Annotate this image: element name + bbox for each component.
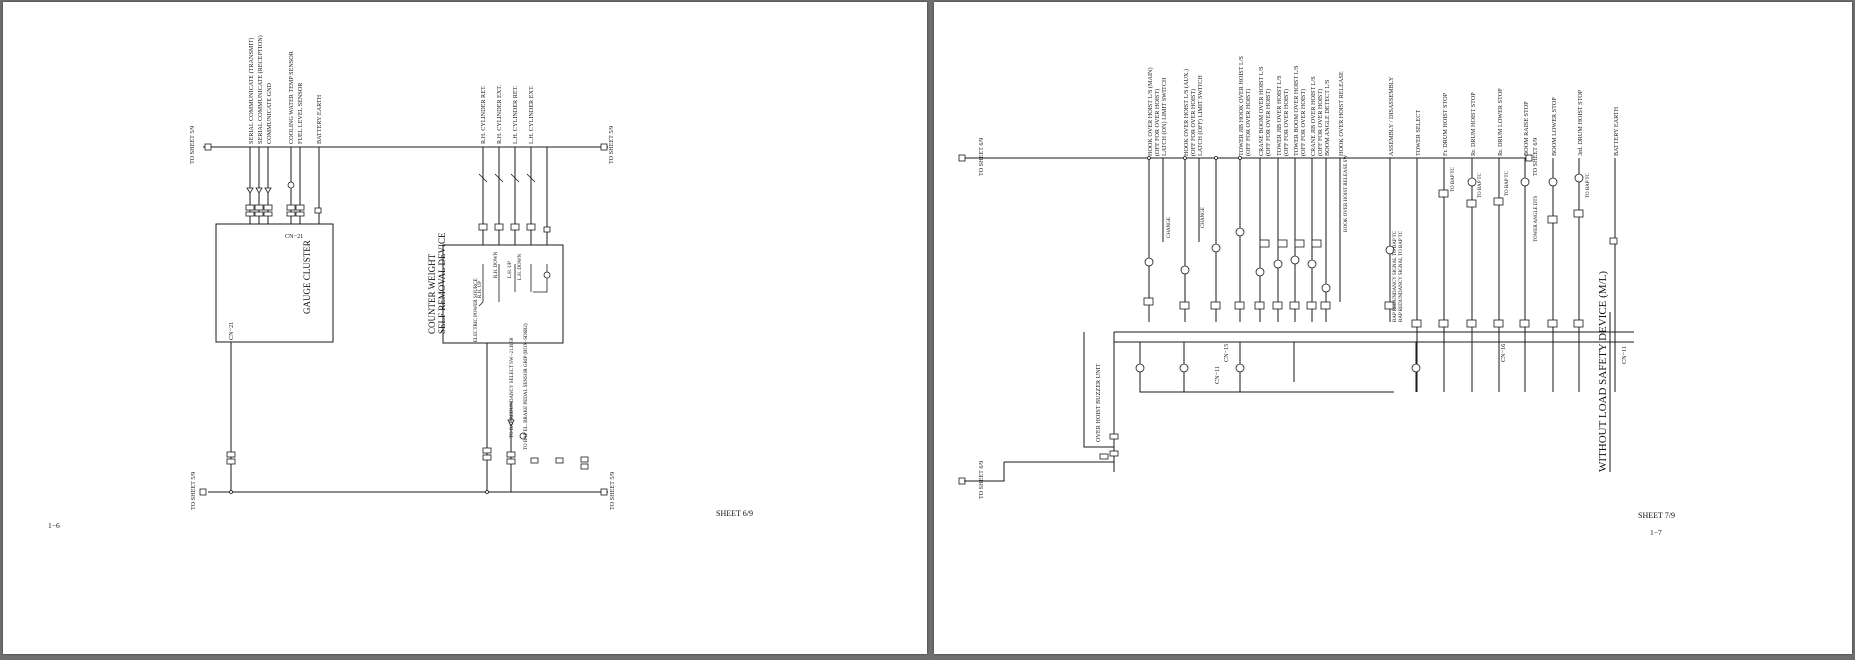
sig-tower-select: TOWER SELECT: [1415, 110, 1422, 156]
to-sheet-label-r2: TO SHEET 6/9: [1532, 138, 1539, 176]
schematic-sheet-7: TO SHEET 6/9 TO SHEET 6/9 TO SHEET 6/9 H…: [958, 55, 1675, 537]
sig-tower-jib-hook: TOWER JIB HOOK OVER HOIST L/S: [1238, 55, 1245, 156]
svg-text:R.H. UP: R.H. UP: [478, 281, 483, 298]
sig-hook-over-hoist-aux: HOOK OVER HOIST L/S (AUX.): [1183, 69, 1190, 156]
relay-symbols: [1099, 173, 1618, 460]
svg-text:(OFF FOR OVER HOIST): (OFF FOR OVER HOIST): [1265, 89, 1272, 156]
svg-text:(OFF FOR OVER HOIST): (OFF FOR OVER HOIST): [1300, 89, 1307, 156]
sig-battery-earth: BATTERY EARTH: [1613, 106, 1620, 156]
page-number-right: 1−7: [1650, 528, 1662, 537]
schematic-sheet-6: TO SHEET 5/9 TO SHEET 5/9 TO SHEET 5/9 T…: [48, 35, 753, 530]
svg-text:R.H. DOWN: R.H. DOWN: [494, 251, 499, 278]
gauge-connector-label: CN−21: [285, 233, 303, 240]
to-sheet-label-bl: TO SHEET 5/9: [190, 472, 197, 510]
to-sheet-label-r3: TO SHEET 6/9: [978, 461, 985, 499]
gauge-wires: [245, 147, 322, 224]
svg-text:TO BAP TC: TO BAP TC: [1586, 172, 1591, 198]
diagram-title: WITHOUT LOAD SAFETY DEVICE (M/L): [1597, 271, 1609, 472]
svg-text:TO BAP TC: TO BAP TC: [1505, 170, 1510, 196]
svg-text:L.H. DOWN: L.H. DOWN: [518, 254, 523, 280]
sig-boom-angle: BOOM ANGLE DETECT L/S: [1324, 79, 1331, 156]
right-wires: [1004, 156, 1634, 472]
lower-label-brake: TO BAP EL. BRAKE PEDAL SENSOR GRIP (BOX–…: [524, 323, 529, 450]
svg-text:TOWER ANGLE DTS: TOWER ANGLE DTS: [1534, 195, 1539, 242]
sig-crane-boom: CRANE BOOM OVER HOIST L/S: [1258, 66, 1265, 156]
svg-text:HOOK OVER HOIST RELEASE SW: HOOK OVER HOIST RELEASE SW: [1344, 155, 1349, 232]
to-sheet-label-tr: TO SHEET 5/9: [608, 126, 615, 164]
signal-lh-cylinder-ext: L.H. CYLINDER EXT.: [528, 85, 535, 144]
svg-text:BAP REDUNDANCY SIGNAL TO BAP T: BAP REDUNDANCY SIGNAL TO BAP TC: [1393, 230, 1398, 322]
sig-tower-jib: TOWER JIB OVER HOIST L/S: [1276, 75, 1283, 156]
signal-serial-transmit: SERIAL COMMUNICATE (TRANSMIT): [248, 38, 255, 144]
page-sheet-7: TO SHEET 6/9 TO SHEET 6/9 TO SHEET 6/9 H…: [934, 2, 1852, 654]
sig-assembly: ASSEMBLY / DISASSEMBLY: [1388, 76, 1395, 156]
sig-hook-over-hoist-main: HOOK OVER HOIST L/S (MAIN): [1147, 67, 1154, 156]
counter-weight-box: [442, 244, 564, 344]
sheet-label-right: SHEET 7/9: [1638, 511, 1675, 520]
bottom-connectors: [482, 447, 589, 470]
svg-text:(OFF FOR OVER HOIST): (OFF FOR OVER HOIST): [1190, 89, 1197, 156]
signal-communicate-gnd: COMMUNICATE GND: [266, 82, 273, 144]
svg-text:ELECTRIC POWER SOURCE: ELECTRIC POWER SOURCE: [474, 278, 479, 342]
signal-serial-reception: SERIAL COMMUNICATE (RECEPTION): [257, 35, 264, 144]
signal-battery-earth: BATTERY EARTH: [316, 94, 323, 144]
counter-weight-title-1: COUNTER WEIGHT: [427, 253, 437, 334]
signal-fuel-level: FUEL LEVEL SENSOR: [297, 82, 304, 144]
svg-text:L.H. UP: L.H. UP: [508, 261, 513, 278]
svg-text:CHANGE: CHANGE: [1167, 217, 1172, 238]
sig-3rd-drum-hoist: 3rd. DRUM HOIST STOP: [1577, 89, 1584, 156]
sheet-label-left: SHEET 6/9: [716, 509, 753, 518]
counter-weight-title-2: SELF REMOVAL DEVICE: [437, 232, 447, 334]
sig-rr-drum-hoist: Rr. DRUM HOIST STOP: [1470, 92, 1477, 156]
to-sheet-label-r1: TO SHEET 6/9: [978, 138, 985, 176]
svg-text:TO BAP TC: TO BAP TC: [1478, 172, 1483, 198]
gauge-connector-low: CN−21: [228, 322, 235, 340]
connector-cn16: CN−16: [1500, 344, 1507, 362]
sig-tower-boom: TOWER BOOM OVER HOIST L/S: [1293, 65, 1300, 156]
lower-label-redundancy: TO BAP REDUNDANCY SELECT SW−21,B,58: [510, 337, 515, 438]
svg-text:(OFF FOR OVER HOIST): (OFF FOR OVER HOIST): [1154, 89, 1161, 156]
connector-cn11-b: CN−11: [1621, 346, 1628, 364]
page-number-left: 1−6: [48, 521, 60, 530]
svg-text:TO BAP TC: TO BAP TC: [1451, 166, 1456, 192]
sig-fr-drum-hoist: Fr. DRUM HOIST STOP: [1442, 92, 1449, 156]
svg-text:(OFF FOR OVER HOIST): (OFF FOR OVER HOIST): [1317, 89, 1324, 156]
buzzer-unit-label: OVER HOIST BUZZER UNIT: [1095, 363, 1102, 442]
signal-rh-cylinder-ext: R.H. CYLINDER EXT.: [496, 84, 503, 144]
svg-text:BAP REDUNDANCY SIGNAL TO BAP T: BAP REDUNDANCY SIGNAL TO BAP TC: [1399, 230, 1404, 322]
sig-boom-lower: BOOM LOWER STOP: [1551, 97, 1558, 156]
connector-cn11-a: CN−11: [1214, 366, 1221, 384]
svg-text:(OFF FOR OVER HOIST): (OFF FOR OVER HOIST): [1245, 89, 1252, 156]
counter-weight-wires: [478, 147, 551, 245]
gauge-cluster-title: GAUGE CLUSTER: [302, 240, 312, 314]
signal-rh-cylinder-ret: R.H. CYLINDER RET.: [480, 85, 487, 144]
to-sheet-label-br: TO SHEET 5/9: [609, 472, 616, 510]
to-sheet-label-tl: TO SHEET 5/9: [189, 126, 196, 164]
sig-latch-off: LATCH (OFF) LIMIT SWITCH: [1197, 75, 1204, 156]
signal-lh-cylinder-ret: L.H. CYLINDER RET.: [512, 85, 519, 144]
page-sheet-6: TO SHEET 5/9 TO SHEET 5/9 TO SHEET 5/9 T…: [3, 2, 927, 654]
sig-boom-raise: BOOM RAISE STOP: [1523, 101, 1530, 156]
sig-crane-jib: CRANE JIB OVER HOIST L/S: [1310, 76, 1317, 156]
connector-cn15: CN−15: [1223, 344, 1230, 362]
sig-latch-on: LATCH (ON) LIMIT SWITCH: [1161, 77, 1168, 156]
svg-text:CHANGE: CHANGE: [1201, 207, 1206, 228]
svg-text:(OFF FOR OVER HOIST): (OFF FOR OVER HOIST): [1283, 89, 1290, 156]
sig-rr-drum-lower: Rr. DRUM LOWER STOP: [1497, 88, 1504, 156]
sig-hook-release: HOOK OVER HOIST RELEASE: [1338, 71, 1345, 156]
signal-cooling-water: COOLING WATER TEMP SENSOR: [288, 50, 295, 144]
gauge-cluster-box: [215, 223, 334, 343]
